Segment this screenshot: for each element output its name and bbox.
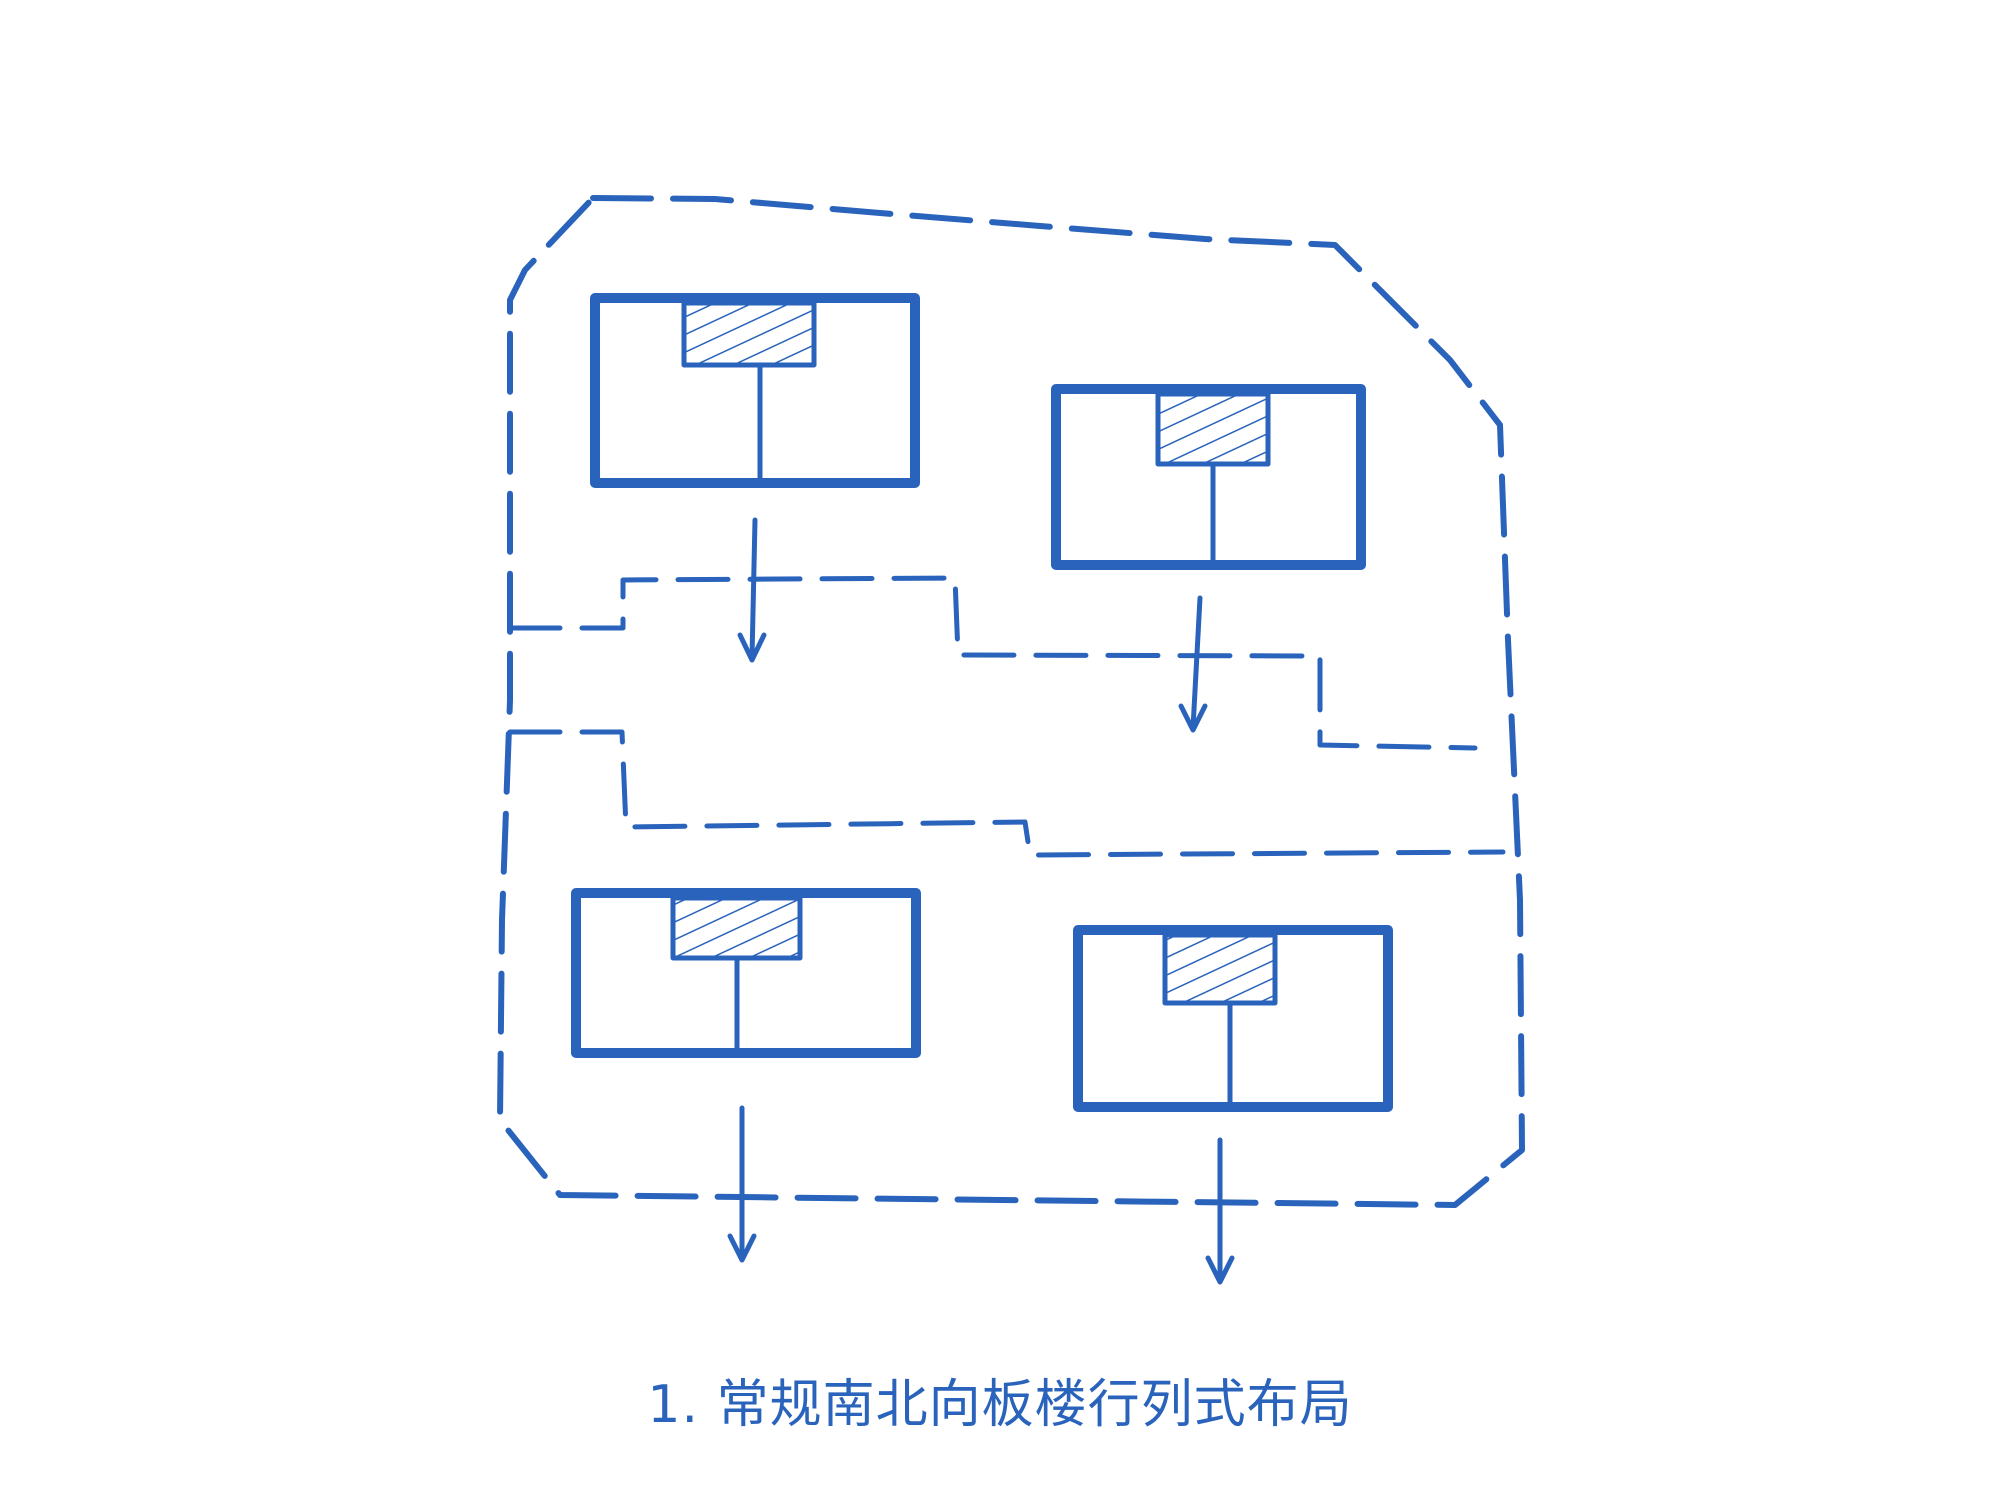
arrow-3 xyxy=(727,1105,757,1263)
building-bottom-left xyxy=(571,888,921,1058)
building-bottom-right xyxy=(1073,925,1393,1112)
core-hatch xyxy=(681,300,817,368)
core-hatch xyxy=(1162,932,1278,1006)
arrow-1 xyxy=(737,517,767,663)
dashed-road-upper xyxy=(507,575,1478,751)
building-top-left xyxy=(590,293,920,488)
site-boundary xyxy=(497,195,1525,1208)
core-hatch xyxy=(670,895,803,961)
building-top-right xyxy=(1051,384,1366,570)
arrow-4 xyxy=(1205,1137,1235,1285)
core-hatch xyxy=(1155,391,1271,467)
arrow-2 xyxy=(1178,595,1208,733)
diagram-caption: 1. 常规南北向板楼行列式布局 xyxy=(647,1375,1353,1435)
dashed-road-lower xyxy=(507,729,1506,858)
